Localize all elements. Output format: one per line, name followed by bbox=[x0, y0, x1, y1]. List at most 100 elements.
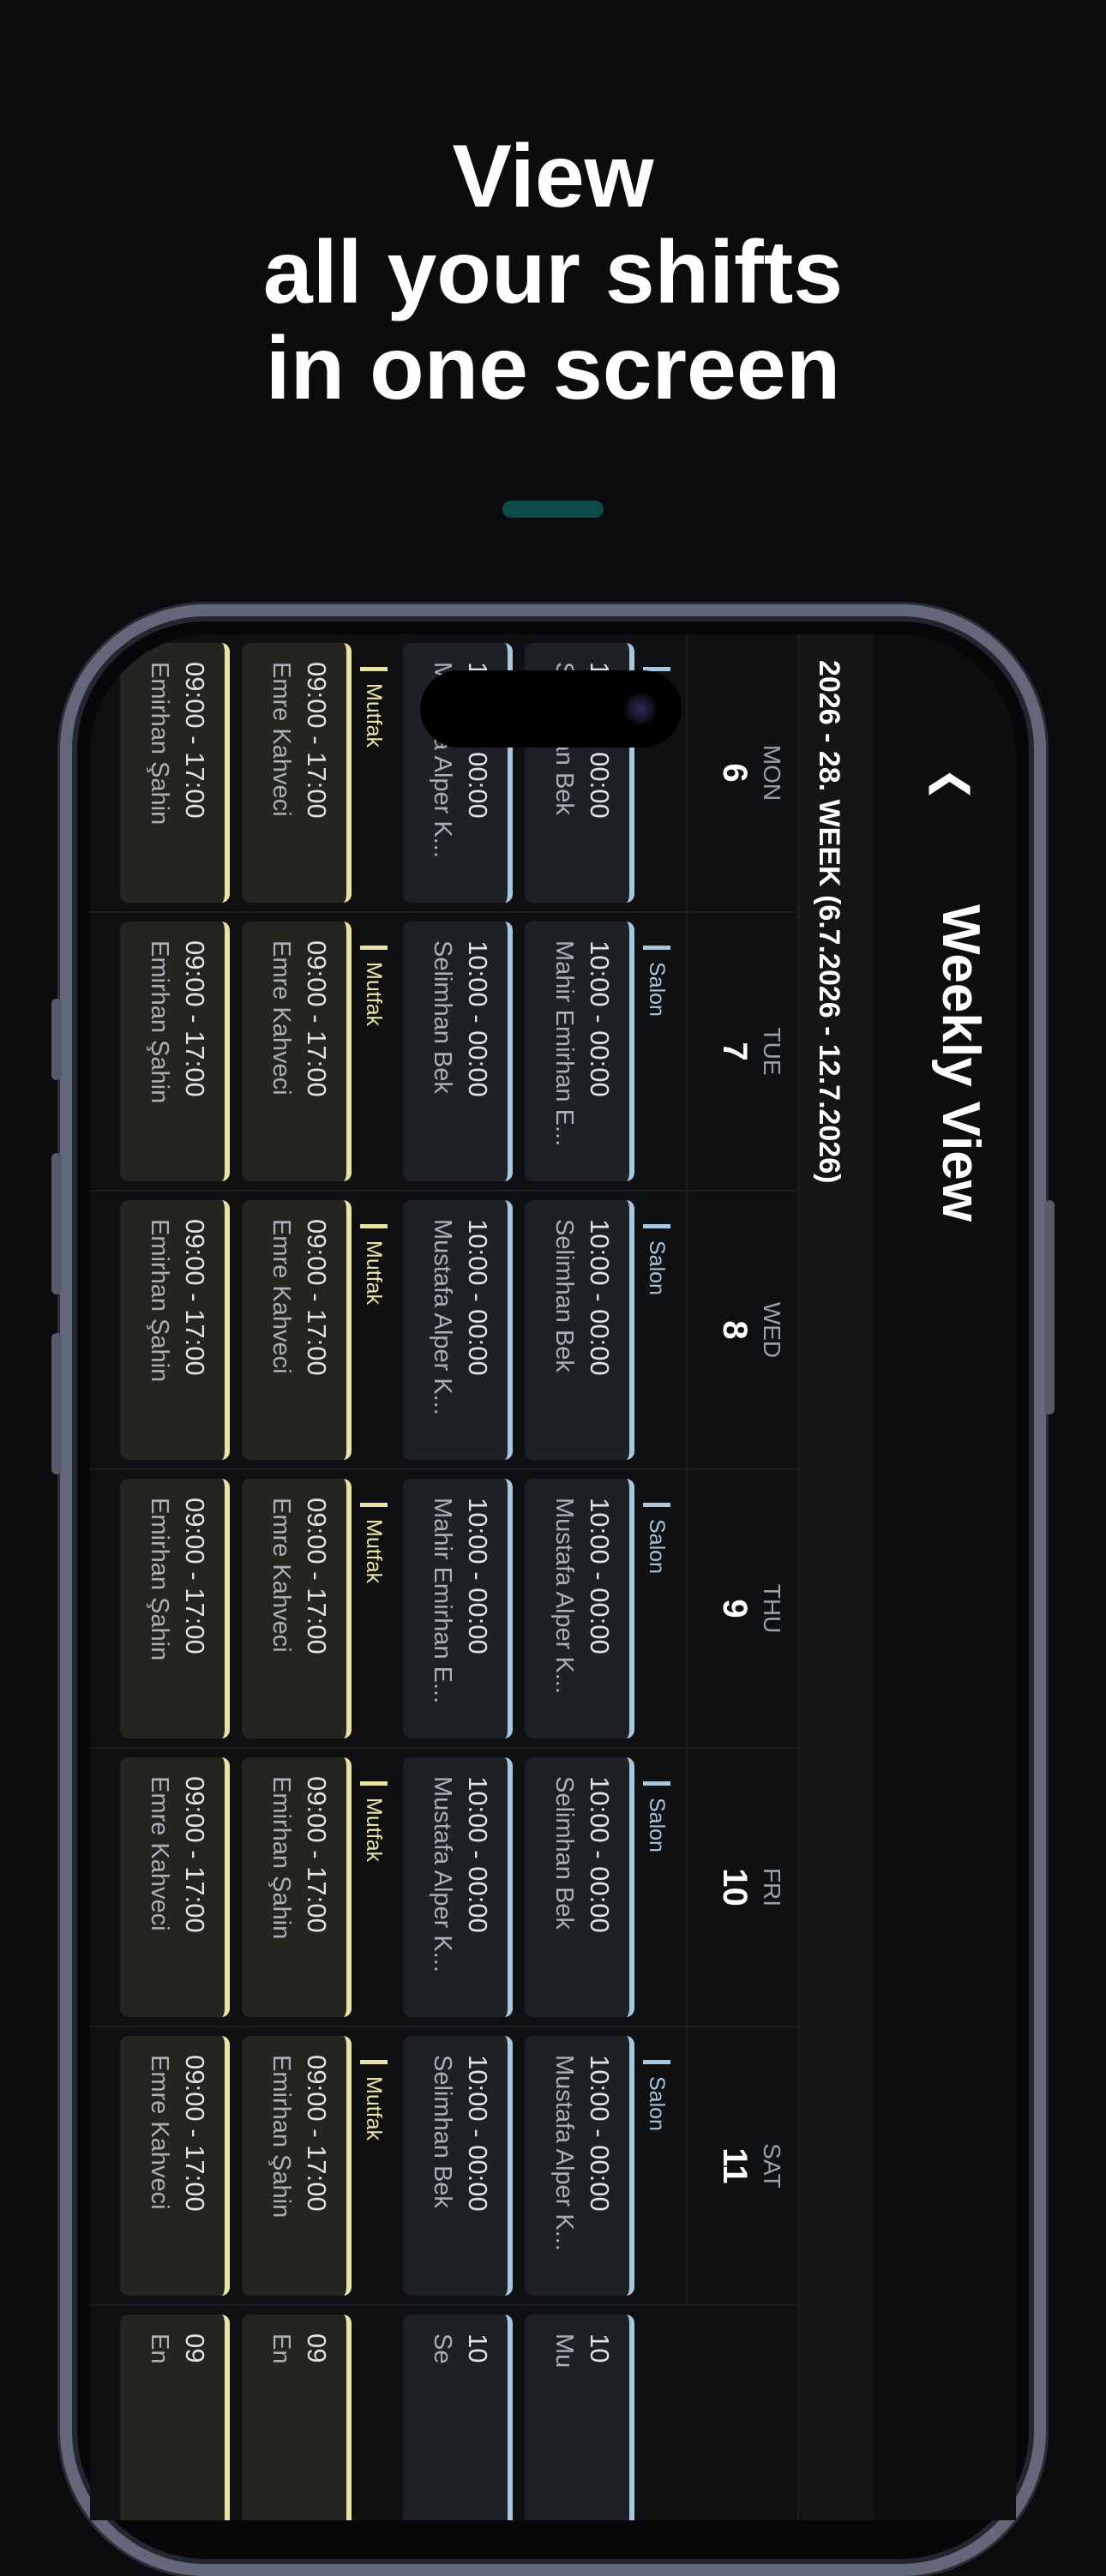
camera-icon bbox=[624, 693, 657, 725]
day-of-week: THU bbox=[759, 1583, 785, 1634]
shift-employee: Emirhan Şahin bbox=[146, 662, 173, 826]
shift-employee: Mu bbox=[550, 2333, 578, 2369]
shift-time: 10 bbox=[585, 2333, 615, 2363]
day-number: 7 bbox=[716, 1042, 754, 1061]
shift-time: 10:00 - 00:00 bbox=[585, 1498, 615, 1654]
shift-employee: Selimhan Bek bbox=[429, 940, 456, 1094]
phone-action-button bbox=[51, 999, 62, 1080]
shift-time: 09 bbox=[180, 2333, 210, 2363]
day-number: 10 bbox=[716, 1868, 754, 1906]
shift-time: 10:00 - 00:00 bbox=[463, 1498, 493, 1654]
shift-time: 09:00 - 17:00 bbox=[302, 1498, 332, 1654]
shift-time: 10 bbox=[463, 2333, 493, 2363]
shift-time: 09:00 - 17:00 bbox=[180, 1219, 210, 1376]
phone-volume-up-button bbox=[51, 1153, 62, 1294]
shift-time: 10:00 - 00:00 bbox=[463, 1776, 493, 1933]
headline-line-2: all your shifts bbox=[262, 223, 844, 322]
salon-group-label: Salon bbox=[643, 1503, 670, 1747]
shift-employee: Mustafa Alper K... bbox=[550, 1498, 578, 1694]
mutfak-group-label: Mutfak bbox=[360, 946, 388, 1190]
mutfak-group-label: Mutfak bbox=[360, 667, 388, 911]
mutfak-group-label: Mutfak bbox=[360, 2060, 388, 2304]
mutfak-group-label: Mutfak bbox=[360, 1781, 388, 2026]
mutfak-group-label: Mutfak bbox=[360, 1224, 388, 1468]
shift-time: 10:00 - 00:00 bbox=[585, 940, 615, 1097]
day-of-week: WED bbox=[759, 1301, 785, 1359]
shift-time: 10:00 - 00:00 bbox=[585, 1219, 615, 1376]
headline: View all your shifts in one screen bbox=[0, 129, 1106, 417]
day-number: 8 bbox=[716, 1320, 754, 1340]
shift-employee: Emre Kahveci bbox=[267, 1219, 295, 1374]
shift-time: 10:00 - 00:00 bbox=[463, 2055, 493, 2212]
shift-time: 09:00 - 17:00 bbox=[180, 2055, 210, 2212]
day-of-week: TUE bbox=[759, 1027, 785, 1076]
shift-employee: En bbox=[267, 2333, 295, 2364]
day-number: 9 bbox=[716, 1599, 754, 1618]
day-number: 11 bbox=[716, 2147, 754, 2184]
shift-card[interactable]: 10:00 - 00:00 Selimhan Bek bbox=[403, 2036, 513, 2296]
shift-employee: Mahir Emirhan E... bbox=[550, 940, 578, 1147]
page-title: Weekly View bbox=[931, 904, 990, 1222]
chevron-left-icon: ❮ bbox=[929, 766, 975, 802]
shift-employee: Emirhan Şahin bbox=[146, 940, 173, 1104]
day-number: 6 bbox=[716, 763, 754, 783]
shift-card[interactable]: 10:00 - 00:00 Selimhan Bek bbox=[403, 922, 513, 1181]
salon-group-label: Salon bbox=[643, 1781, 670, 2026]
mutfak-group-label: Mutfak bbox=[360, 1503, 388, 1747]
shift-employee: Emre Kahveci bbox=[146, 2055, 173, 2210]
shift-time: 09:00 - 17:00 bbox=[180, 1498, 210, 1654]
phone-volume-down-button bbox=[51, 1333, 62, 1474]
headline-line-3: in one screen bbox=[265, 319, 841, 418]
shift-card[interactable]: 09:00 - 17:00 Emirhan Şahin bbox=[120, 1200, 230, 1460]
shift-employee: Selimhan Bek bbox=[550, 1776, 578, 1930]
shift-card[interactable]: 09:00 - 17:00 Emirhan Şahin bbox=[120, 1479, 230, 1738]
day-header: THU 9 bbox=[686, 1470, 797, 1747]
shift-time: 09:00 - 17:00 bbox=[302, 1219, 332, 1376]
back-button[interactable]: ❮ bbox=[926, 759, 977, 810]
shift-card[interactable]: 09:00 - 17:00 Emirhan Şahin bbox=[120, 922, 230, 1181]
weekly-view-app: ❮ Weekly View 2026 - 28. WEEK (6.7.2026 … bbox=[90, 634, 1016, 2520]
shift-time: 10:00 - 00:00 bbox=[463, 940, 493, 1097]
shift-employee: Emirhan Şahin bbox=[146, 1498, 173, 1661]
accent-bar bbox=[502, 501, 604, 518]
shift-employee: Selimhan Bek bbox=[429, 2055, 456, 2208]
shift-time: 10:00 - 00:00 bbox=[585, 1776, 615, 1933]
shift-employee: Emirhan Şahin bbox=[146, 1219, 173, 1383]
shift-time: 09:00 - 17:00 bbox=[302, 662, 332, 819]
shift-time: 10:00 - 00:00 bbox=[463, 1219, 493, 1376]
day-of-week: SAT bbox=[759, 2143, 785, 2189]
shift-time: 09:00 - 17:00 bbox=[180, 940, 210, 1097]
shift-card[interactable]: 09:00 - 17:00 Emre Kahveci bbox=[120, 2036, 230, 2296]
headline-line-1: View bbox=[452, 127, 654, 226]
phone-power-button bbox=[1044, 1200, 1055, 1414]
